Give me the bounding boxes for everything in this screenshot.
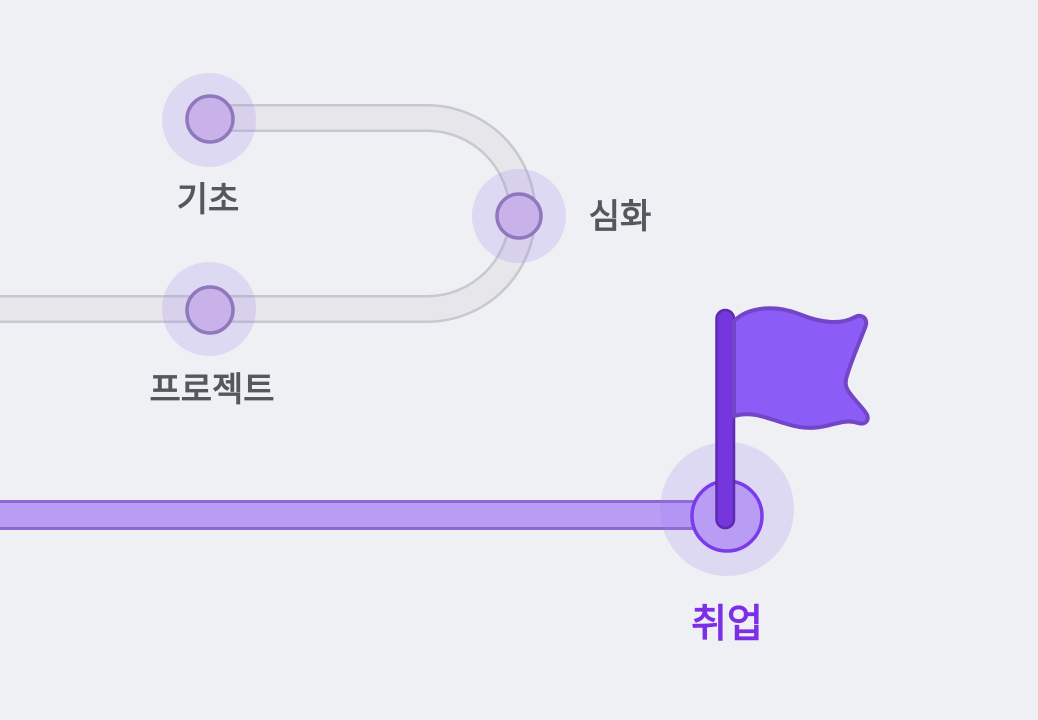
- label-goal: 취업: [691, 603, 763, 646]
- label-advanced: 심화: [589, 198, 652, 236]
- track-gray-fill: [0, 106, 534, 321]
- flag-pole: [715, 308, 736, 530]
- label-project: 프로젝트: [149, 371, 274, 409]
- label-basics: 기초: [177, 181, 240, 219]
- node-advanced: [495, 192, 543, 240]
- track-gray: [0, 104, 537, 323]
- node-basics: [185, 94, 235, 144]
- flag-icon: [715, 306, 870, 530]
- track-gray-edge: [0, 104, 537, 323]
- node-project: [185, 285, 235, 335]
- flag-banner: [732, 306, 870, 430]
